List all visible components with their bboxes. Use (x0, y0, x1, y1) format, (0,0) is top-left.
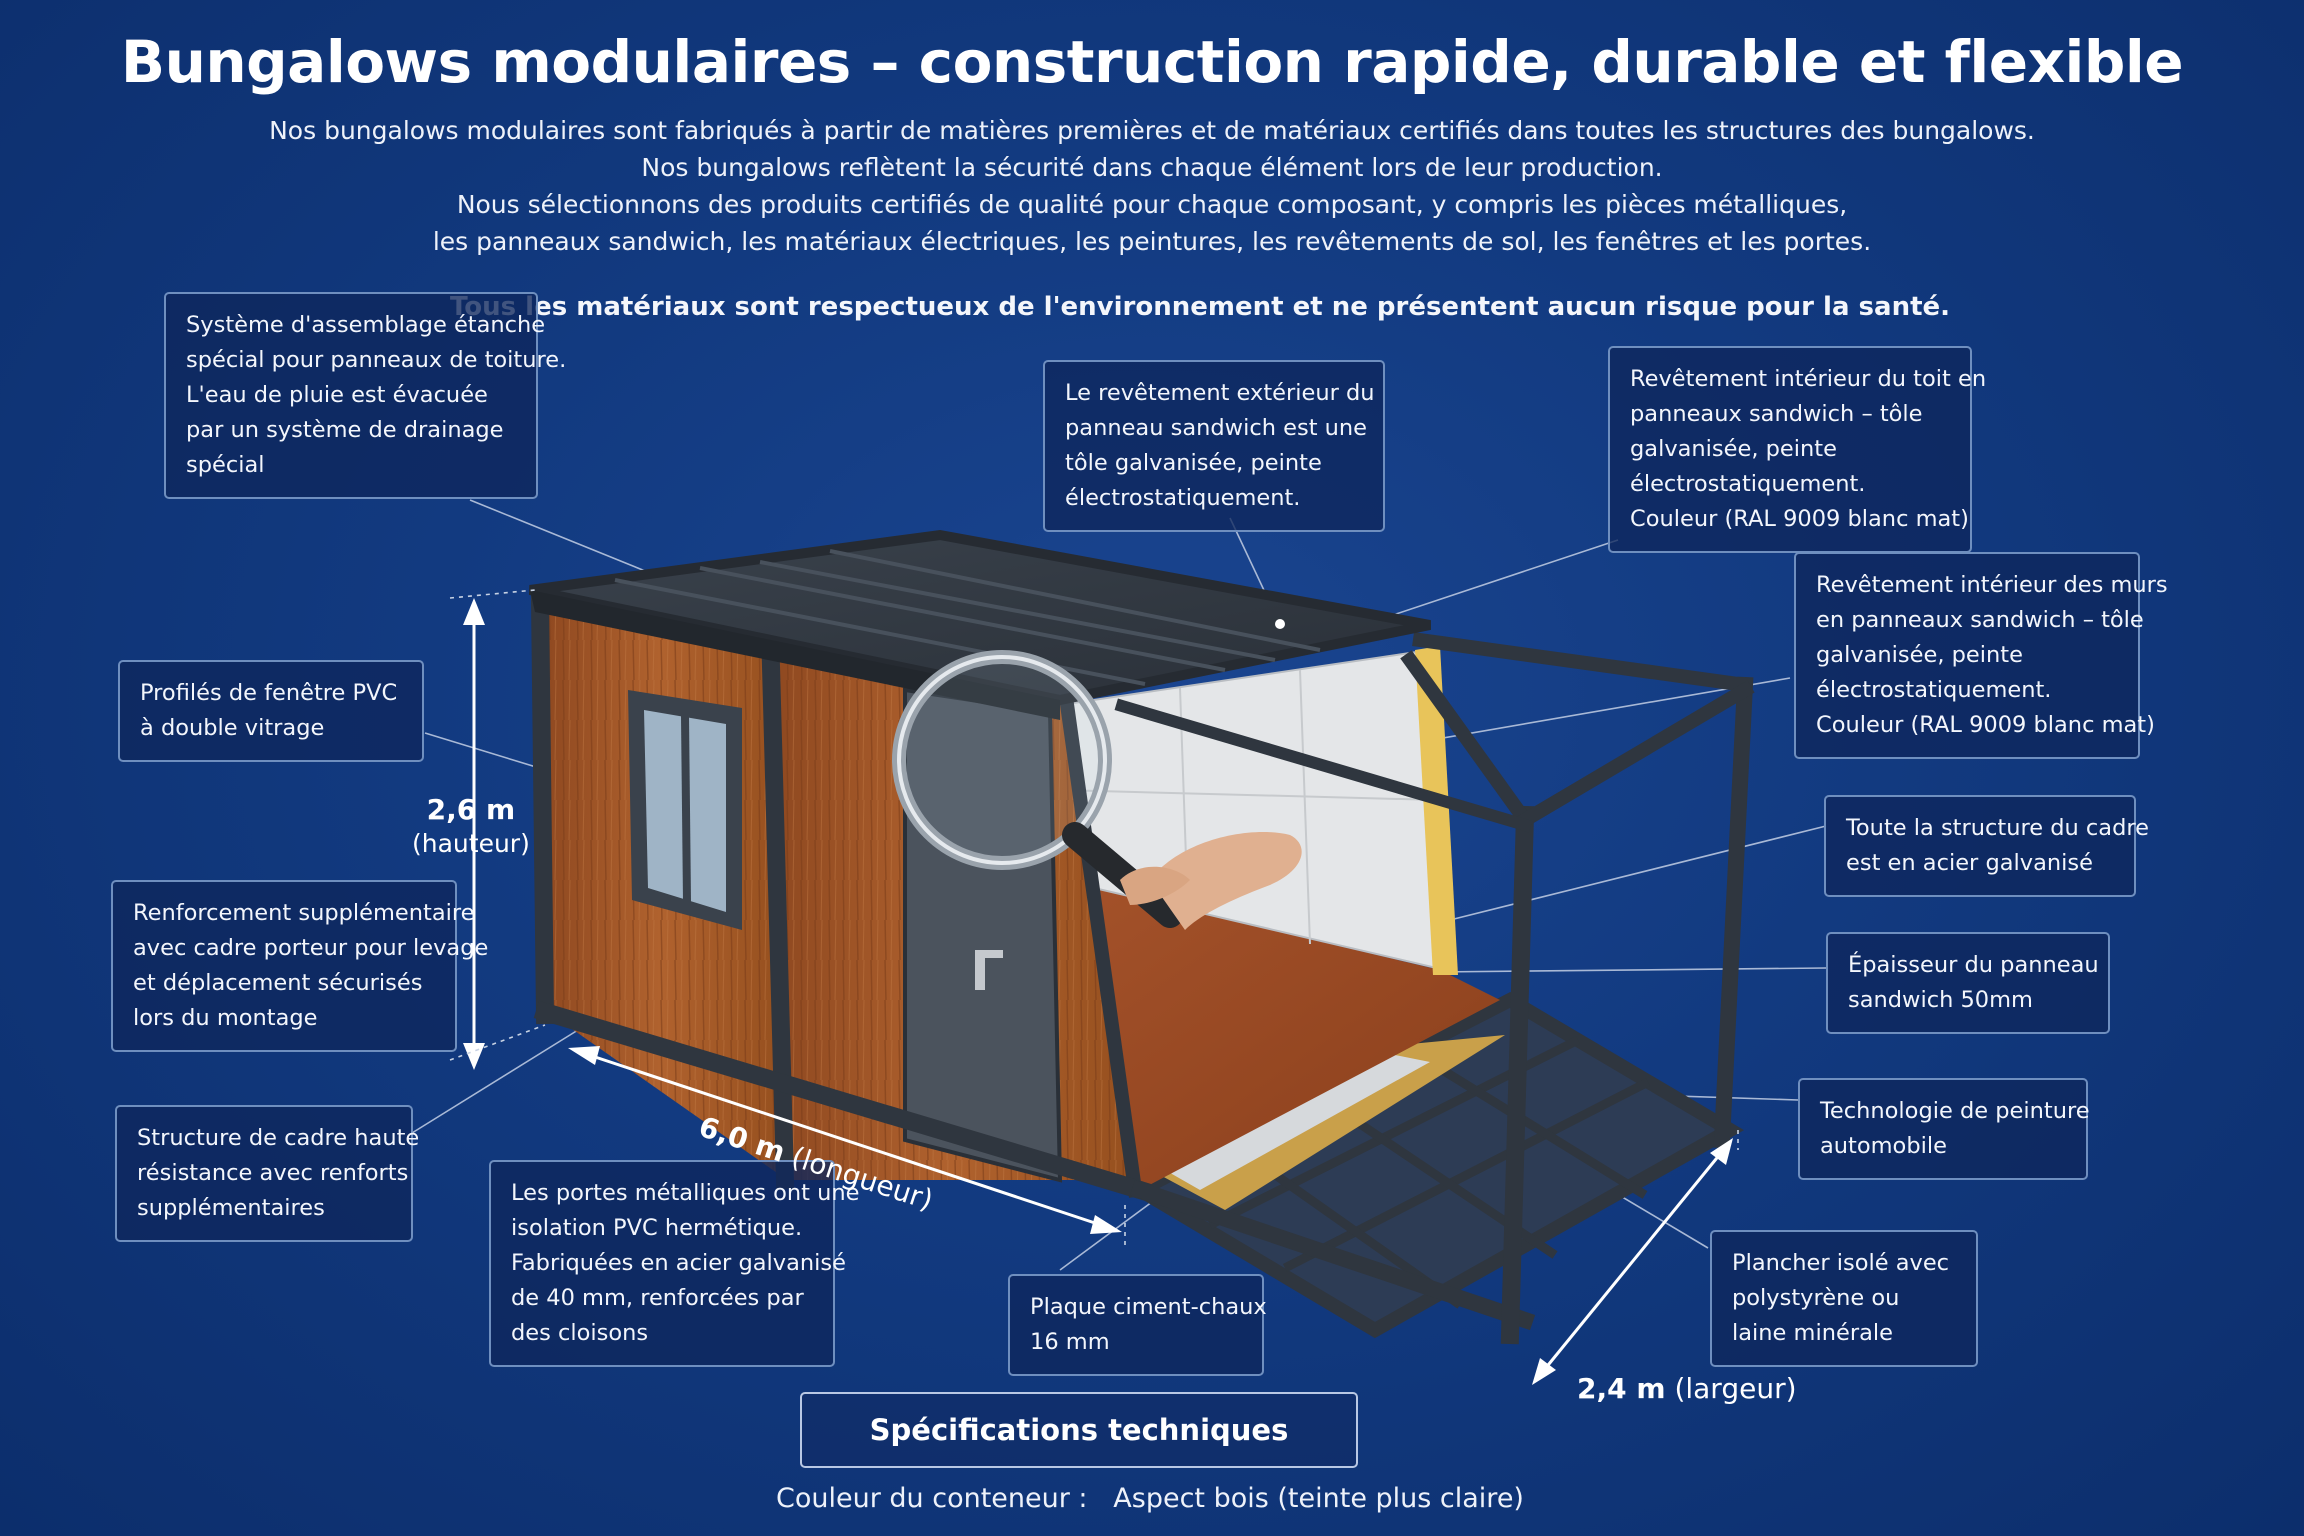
container-color-label: Couleur du conteneur : (776, 1483, 1088, 1514)
callout-pvc-windows: Profilés de fenêtre PVC à double vitrage (118, 660, 424, 762)
callout-line: Profilés de fenêtre PVC (140, 680, 398, 706)
callout-line: Revêtement intérieur des murs (1816, 572, 2168, 598)
callout-line: spécial (186, 452, 265, 478)
floor-insulation (1160, 1035, 1505, 1210)
callout-exterior-panel: Le revêtement extérieur du panneau sandw… (1043, 360, 1385, 532)
callout-line: galvanisée, peinte (1816, 642, 2023, 668)
callout-line: supplémentaires (137, 1195, 325, 1221)
callout-line: polystyrène ou (1732, 1285, 1900, 1311)
callout-line: de 40 mm, renforcées par (511, 1285, 804, 1311)
dimension-height-label: (hauteur) (412, 829, 530, 858)
callout-insulated-floor: Plancher isolé avec polystyrène ou laine… (1710, 1230, 1978, 1367)
callout-frame-steel: Toute la structure du cadre est en acier… (1824, 795, 2149, 897)
callout-line: galvanisée, peinte (1630, 436, 1837, 462)
page-title: Bungalows modulaires – construction rapi… (120, 28, 2184, 96)
callout-line: Couleur (RAL 9009 blanc mat) (1630, 506, 1969, 532)
specs-button[interactable]: Spécifications techniques (800, 1392, 1358, 1468)
callout-paint-tech: Technologie de peinture automobile (1798, 1078, 2090, 1180)
intro-line: Nos bungalows reflètent la sécurité dans… (641, 153, 1663, 182)
callout-line: électrostatiquement. (1065, 485, 1301, 511)
callout-line: Technologie de peinture (1820, 1098, 2090, 1124)
callout-wall-interior: Revêtement intérieur des murs en panneau… (1794, 552, 2168, 759)
callout-reinforcement: Renforcement supplémentaire avec cadre p… (111, 880, 489, 1052)
leader-lines (411, 499, 1827, 1271)
callout-line: Les portes métalliques ont une (511, 1180, 860, 1206)
callout-line: électrostatiquement. (1816, 677, 2052, 703)
structure-frame (530, 590, 1755, 1345)
container-color: Couleur du conteneur : Aspect bois (tein… (600, 1483, 1700, 1514)
callout-line: et déplacement sécurisés (133, 970, 423, 996)
callout-line: Plancher isolé avec (1732, 1250, 1950, 1276)
callout-line: Fabriquées en acier galvanisé (511, 1250, 846, 1276)
intro-line: Nous sélectionnons des produits certifié… (456, 190, 1848, 219)
floor-surface (1060, 880, 1500, 1190)
callout-line: automobile (1820, 1133, 1947, 1159)
callout-line: panneaux sandwich – tôle (1630, 401, 1923, 427)
callout-line: 16 mm (1030, 1329, 1110, 1355)
callout-line: panneau sandwich est une (1065, 415, 1368, 441)
pvc-window (628, 690, 742, 930)
callout-line: avec cadre porteur pour levage (133, 935, 489, 961)
callout-line: Toute la structure du cadre (1846, 815, 2149, 841)
callout-line: isolation PVC hermétique. (511, 1215, 803, 1241)
dimension-width: 2,4 m (largeur) (1577, 1372, 1797, 1405)
callout-line: L'eau de pluie est évacuée (186, 382, 488, 408)
magnifier (892, 650, 1302, 930)
dimension-height-value: 2,6 m (426, 793, 516, 826)
callout-metal-doors: Les portes métalliques ont une isolation… (489, 1160, 860, 1367)
callout-line: Structure de cadre haute (137, 1125, 420, 1151)
callout-line: est en acier galvanisé (1846, 850, 2093, 876)
callout-line: sandwich 50mm (1848, 987, 2033, 1013)
callout-line: lors du montage (133, 1005, 318, 1031)
dimension-height: 2,6 m (hauteur) (412, 793, 530, 859)
dimension-width-label: (largeur) (1674, 1372, 1797, 1405)
container-color-value: Aspect bois (teinte plus claire) (1113, 1483, 1524, 1514)
callout-line: par un système de drainage (186, 417, 504, 443)
callout-line: Plaque ciment-chaux (1030, 1294, 1267, 1320)
callout-line: Système d'assemblage étanche (186, 312, 546, 338)
callout-line: Renforcement supplémentaire (133, 900, 475, 926)
callout-line: à double vitrage (140, 715, 325, 741)
callout-line: électrostatiquement. (1630, 471, 1866, 497)
callout-roof-assembly: Système d'assemblage étanche spécial pou… (164, 292, 567, 499)
dimension-width-value: 2,4 m (1577, 1372, 1666, 1405)
callout-line: résistance avec renforts (137, 1160, 409, 1186)
callout-line: tôle galvanisée, peinte (1065, 450, 1322, 476)
callout-line: en panneaux sandwich – tôle (1816, 607, 2144, 633)
eco-statement: Tous les matériaux sont respectueux de l… (449, 292, 1951, 322)
dimension-arrows (463, 598, 1733, 1385)
callout-line: laine minérale (1732, 1320, 1893, 1346)
callout-line: spécial pour panneaux de toiture. (186, 347, 567, 373)
intro-paragraph: Nos bungalows modulaires sont fabriqués … (0, 112, 2304, 260)
callout-line: Épaisseur du panneau (1848, 952, 2099, 978)
callout-cement-board: Plaque ciment-chaux 16 mm (1008, 1274, 1267, 1376)
callout-line: Revêtement intérieur du toit en (1630, 366, 1987, 392)
callout-line: Couleur (RAL 9009 blanc mat) (1816, 712, 2155, 738)
callout-line: Le revêtement extérieur du (1065, 380, 1375, 406)
intro-line: les panneaux sandwich, les matériaux éle… (432, 227, 1872, 256)
callout-line: des cloisons (511, 1320, 649, 1346)
intro-line: Nos bungalows modulaires sont fabriqués … (269, 116, 2035, 145)
callout-roof-interior: Revêtement intérieur du toit en panneaux… (1608, 346, 1987, 553)
callout-panel-thickness: Épaisseur du panneau sandwich 50mm (1826, 932, 2110, 1034)
callout-high-strength: Structure de cadre haute résistance avec… (115, 1105, 420, 1242)
